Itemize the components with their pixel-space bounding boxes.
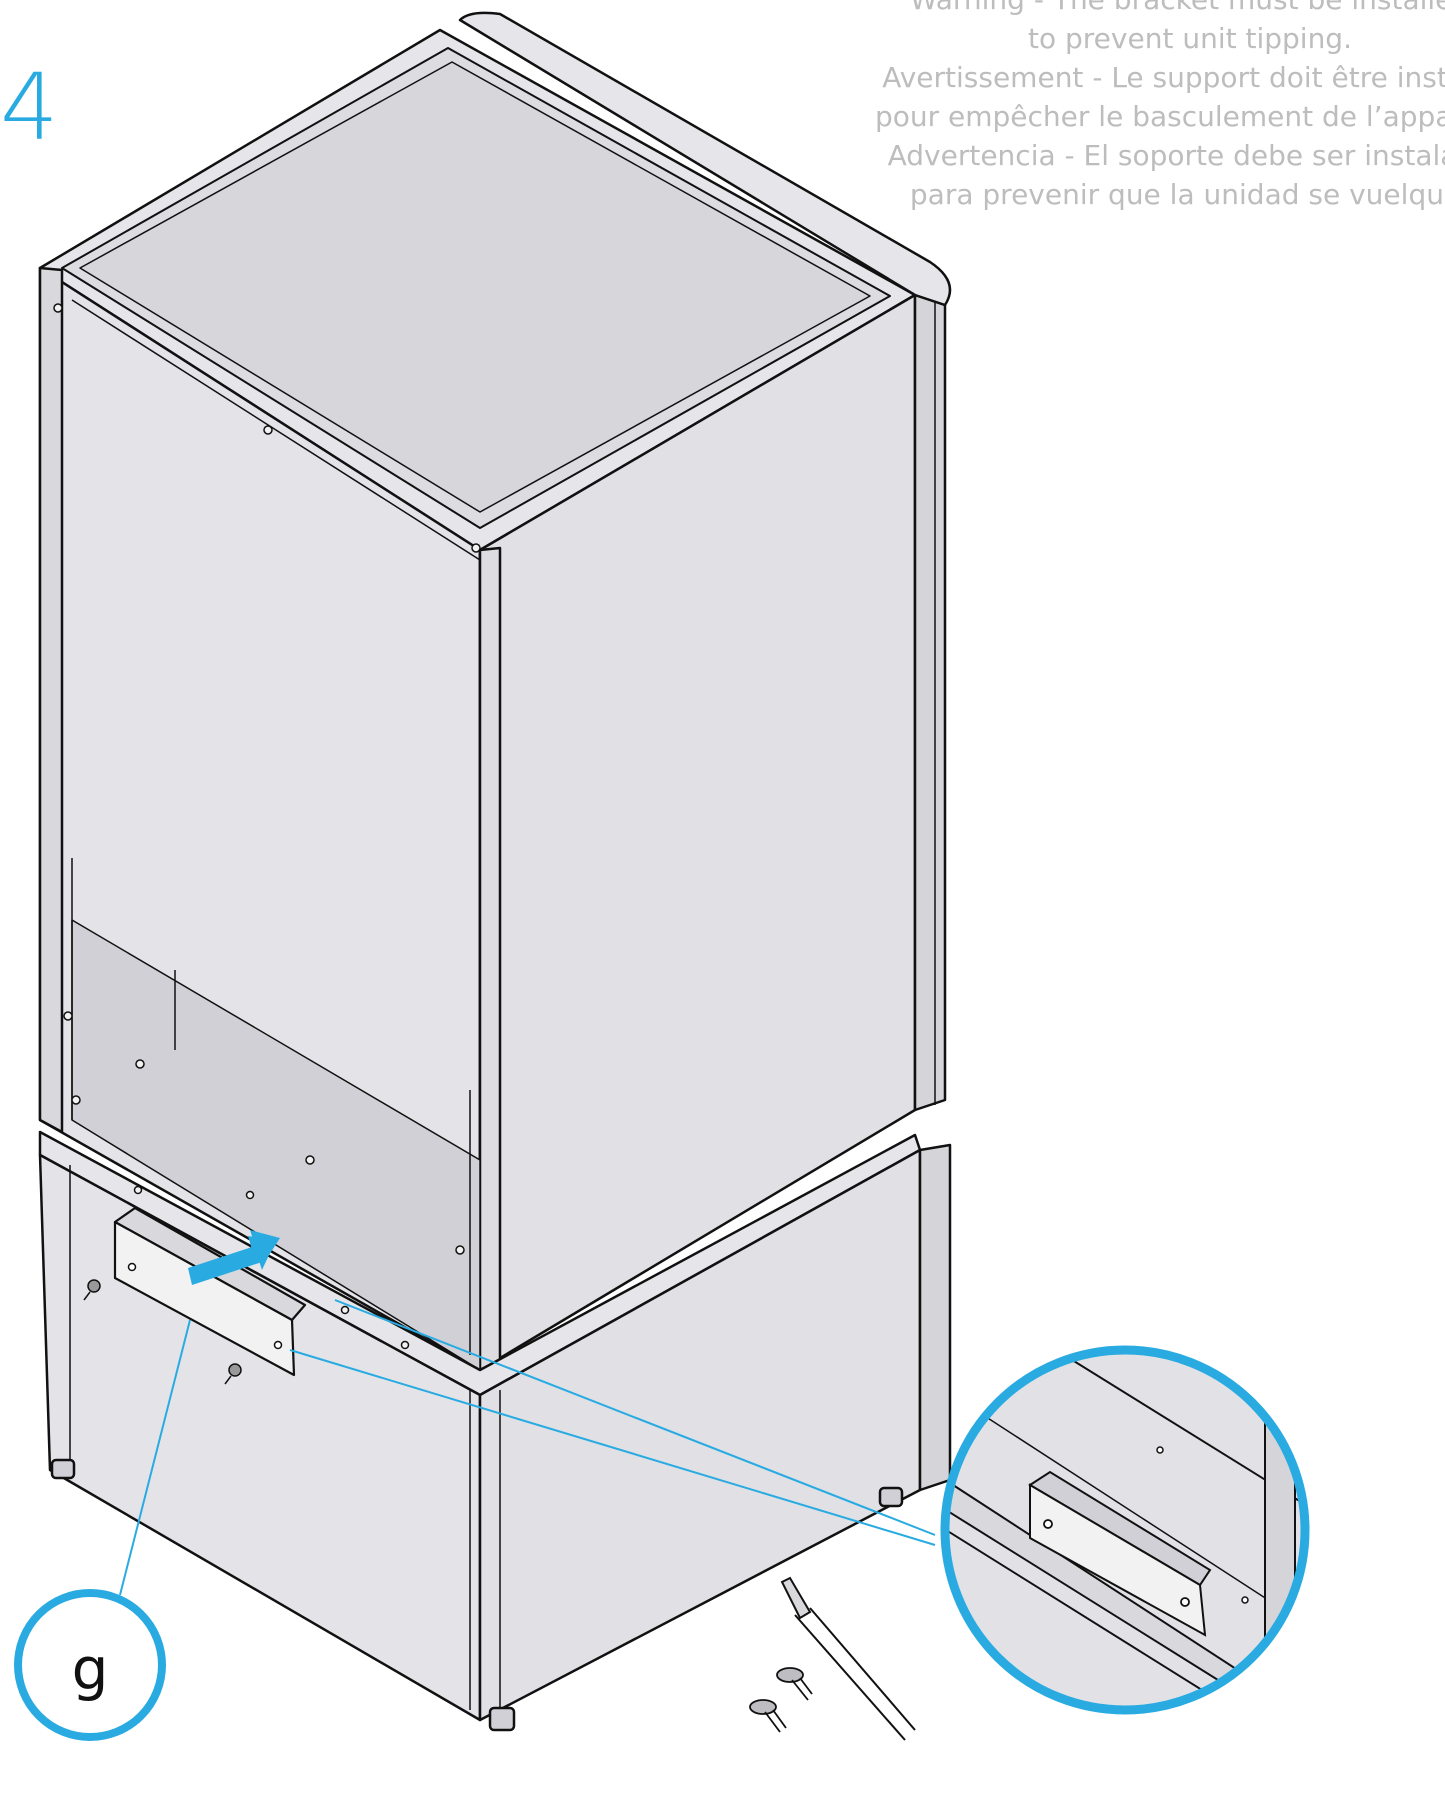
bracket-screws [83, 1279, 242, 1385]
warning-line-fr-2: pour empêcher le basculement de l’appare… [874, 100, 1445, 133]
push-arrow-icon [188, 1230, 280, 1285]
warning-line-en-2: to prevent unit tipping. [1028, 22, 1352, 55]
detail-magnifier-icon [940, 1345, 1310, 1715]
step-number: 4 [0, 54, 59, 161]
cabinet [38, 11, 952, 1372]
warning-line-es-2: para prevenir que la unidad se vuelque. [909, 178, 1445, 211]
callout-circle [14, 1589, 166, 1741]
warning-text: Warning - The bracket must be installed … [820, 0, 1445, 214]
callout-letter: g [71, 1635, 109, 1703]
warning-line-en-1: Warning - The bracket must be installed [820, 0, 1445, 19]
warning-line-es-1: Advertencia - El soporte debe ser instal… [887, 139, 1445, 172]
carriage-bolt-icon [749, 1667, 813, 1733]
screwdriver-icon [780, 1576, 916, 1741]
warning-line-fr-1: Avertissement - Le support doit être ins… [882, 61, 1445, 94]
callout-leaders [119, 1299, 936, 1596]
